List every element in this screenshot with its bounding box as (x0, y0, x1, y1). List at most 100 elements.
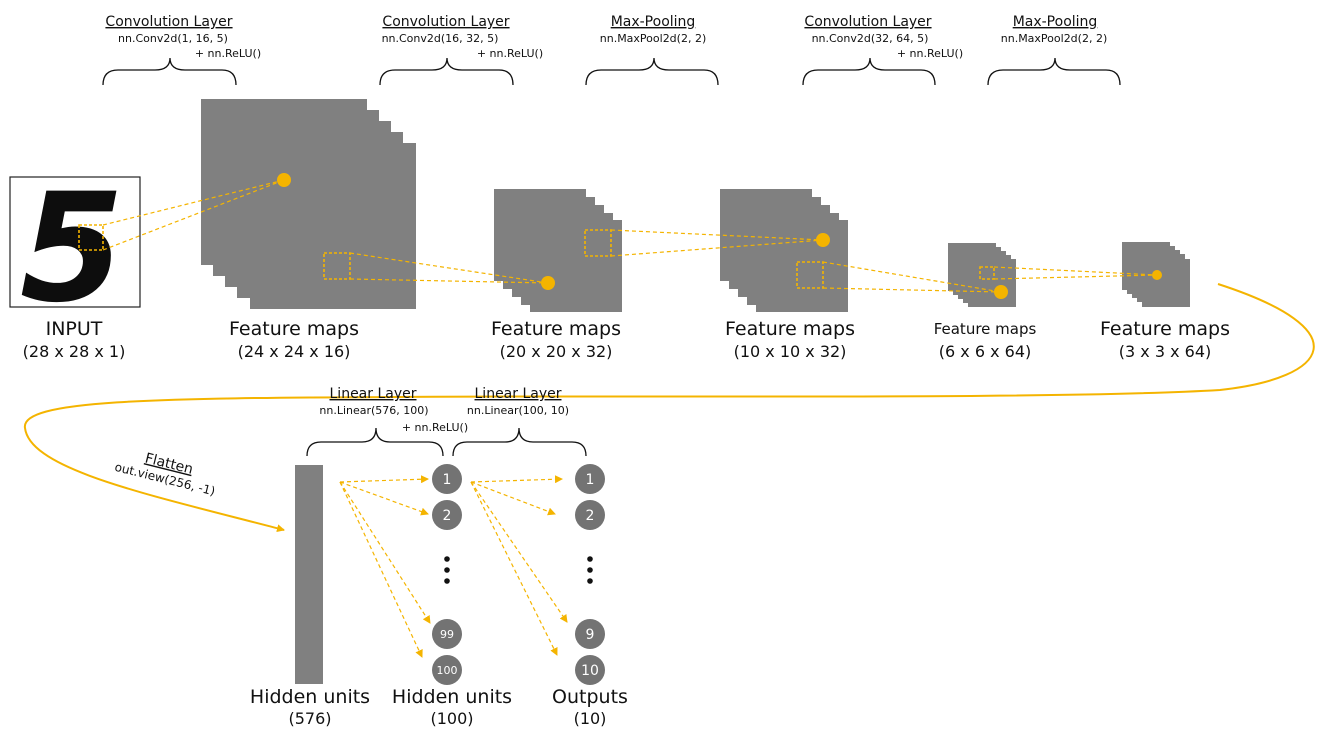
conv2-annotation: Convolution Layer nn.Conv2d(16, 32, 5) +… (379, 14, 543, 86)
map-labels: INPUT (28 x 28 x 1) Feature maps (24 x 2… (23, 318, 1230, 361)
fm4-label: Feature maps (934, 320, 1037, 338)
conv3-annotation: Convolution Layer nn.Conv2d(32, 64, 5) +… (802, 14, 963, 86)
conv1-annotation: Convolution Layer nn.Conv2d(1, 16, 5) + … (102, 14, 261, 86)
conv1-code: nn.Conv2d(1, 16, 5) (118, 32, 228, 45)
linear1-activation: + nn.ReLU() (402, 421, 468, 434)
fm2-stack (494, 189, 622, 312)
flatten-connector (23, 283, 1315, 533)
projection-line (610, 229, 824, 241)
hidden2-node-label: 1 (443, 472, 452, 488)
input-dims: (28 x 28 x 1) (23, 342, 126, 361)
receptive-field-projections (102, 173, 1162, 299)
hidden2-label: Hidden units (392, 686, 512, 708)
connection-arrow (470, 481, 558, 656)
hidden2-node (432, 655, 462, 685)
conv2-activation: + nn.ReLU() (477, 47, 543, 60)
pool1-brace (585, 57, 719, 86)
conv3-title: Convolution Layer (804, 14, 931, 30)
linear1-title: Linear Layer (330, 386, 417, 402)
output-node-label: 2 (586, 508, 595, 524)
projection-dot (541, 276, 555, 290)
fm3-receptive-field (796, 261, 824, 289)
fm1-label: Feature maps (229, 318, 359, 340)
output-node-label: 1 (586, 472, 595, 488)
input-image: 5 (9, 162, 141, 336)
connection-arrow (339, 475, 429, 484)
ellipsis-dot (444, 567, 450, 573)
fm1-dims: (24 x 24 x 16) (238, 342, 351, 361)
linear1-annotation: Linear Layer nn.Linear(576, 100) + nn.Re… (306, 386, 468, 457)
hidden1-vector (295, 465, 323, 684)
conv3-activation: + nn.ReLU() (897, 47, 963, 60)
fm3-stack (720, 189, 848, 312)
projection-dot (277, 173, 291, 187)
linear2-annotation: Linear Layer nn.Linear(100, 10) (452, 386, 587, 457)
hidden2-node-label: 2 (443, 508, 452, 524)
projection-line (610, 239, 824, 257)
hidden2-node (432, 619, 462, 649)
fm2-label: Feature maps (491, 318, 621, 340)
input-receptive-field (78, 224, 104, 251)
output-node (575, 655, 605, 685)
projection-line (822, 287, 1002, 293)
connection-arrow (470, 481, 556, 516)
hidden2-node-label: 100 (437, 664, 458, 677)
conv3-code: nn.Conv2d(32, 64, 5) (812, 32, 929, 45)
linear1-connections (339, 475, 431, 658)
projection-line (102, 179, 285, 226)
projection-line (349, 252, 549, 284)
fm5-label: Feature maps (1100, 318, 1230, 340)
ellipsis-dot (587, 556, 593, 562)
projection-dot (816, 233, 830, 247)
hidden2-node-label: 99 (440, 628, 454, 641)
connection-arrow (339, 481, 429, 516)
linear1-code: nn.Linear(576, 100) (319, 404, 428, 417)
fm1-map (250, 143, 416, 309)
output-node (575, 619, 605, 649)
conv1-activation: + nn.ReLU() (195, 47, 261, 60)
conv2-code: nn.Conv2d(16, 32, 5) (382, 32, 499, 45)
dense-labels: Hidden units (576) Hidden units (100) Ou… (250, 686, 628, 728)
projection-dot (1152, 270, 1162, 280)
outputs-dims: (10) (574, 709, 607, 728)
fm5-dims: (3 x 3 x 64) (1119, 342, 1211, 361)
projection-line (102, 179, 285, 251)
fm3-label: Feature maps (725, 318, 855, 340)
fm1-stack (201, 99, 416, 309)
pool1-annotation: Max-Pooling nn.MaxPool2d(2, 2) (585, 14, 719, 86)
hidden2-dims: (100) (430, 709, 473, 728)
pool2-annotation: Max-Pooling nn.MaxPool2d(2, 2) (987, 14, 1121, 86)
ellipsis-dot (444, 578, 450, 584)
hidden2-node (432, 464, 462, 494)
hidden2-node (432, 500, 462, 530)
pool2-code: nn.MaxPool2d(2, 2) (1001, 32, 1108, 45)
input-digit: 5 (20, 162, 124, 336)
projection-line (349, 278, 549, 284)
fm2-map (530, 220, 622, 312)
ellipsis-dot (587, 578, 593, 584)
fm3-dims: (10 x 10 x 32) (734, 342, 847, 361)
pool2-title: Max-Pooling (1013, 14, 1098, 30)
connection-arrow (339, 481, 431, 624)
fm2-dims: (20 x 20 x 32) (500, 342, 613, 361)
linear2-brace (452, 427, 587, 457)
output-node (575, 464, 605, 494)
linear2-code: nn.Linear(100, 10) (467, 404, 569, 417)
conv2-title: Convolution Layer (382, 14, 509, 30)
fm4-receptive-field (979, 266, 995, 280)
hidden1-dims: (576) (288, 709, 331, 728)
output-node-label: 9 (586, 627, 595, 643)
output-nodes: 1 2 9 10 (575, 464, 605, 685)
fm5-map (1142, 259, 1190, 307)
projection-line (993, 274, 1158, 280)
output-node-label: 10 (581, 663, 599, 679)
projection-line (822, 261, 1002, 293)
fm3-map (756, 220, 848, 312)
ellipsis-dot (587, 567, 593, 573)
connection-arrow (470, 481, 568, 623)
connection-arrow (339, 481, 423, 658)
hidden1-label: Hidden units (250, 686, 370, 708)
fm4-dims: (6 x 6 x 64) (939, 342, 1031, 361)
conv1-brace (102, 57, 237, 86)
